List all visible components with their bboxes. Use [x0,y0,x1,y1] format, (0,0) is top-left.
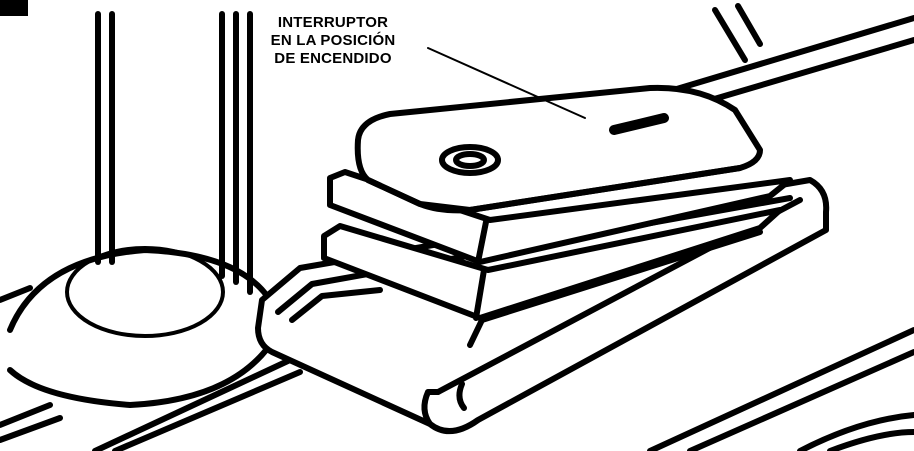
rocker-hole [439,144,501,176]
rocker-layers [321,169,793,348]
callout-label: INTERRUPTOR EN LA POSICIÓN DE ENCENDIDO [228,14,438,68]
callout-leader-line [427,47,586,119]
callout-line-3: DE ENCENDIDO [274,50,392,67]
lower-left-rails [0,357,303,451]
callout-line-2: EN LA POSICIÓN [270,32,396,49]
round-knob [0,246,273,408]
callout-line-1: INTERRUPTOR [277,14,389,31]
lower-right-rails [647,327,914,451]
left-frame-posts [95,11,253,295]
rocker-cap [354,84,763,214]
corner-mark [0,0,28,16]
power-indicator-mark [609,113,669,135]
